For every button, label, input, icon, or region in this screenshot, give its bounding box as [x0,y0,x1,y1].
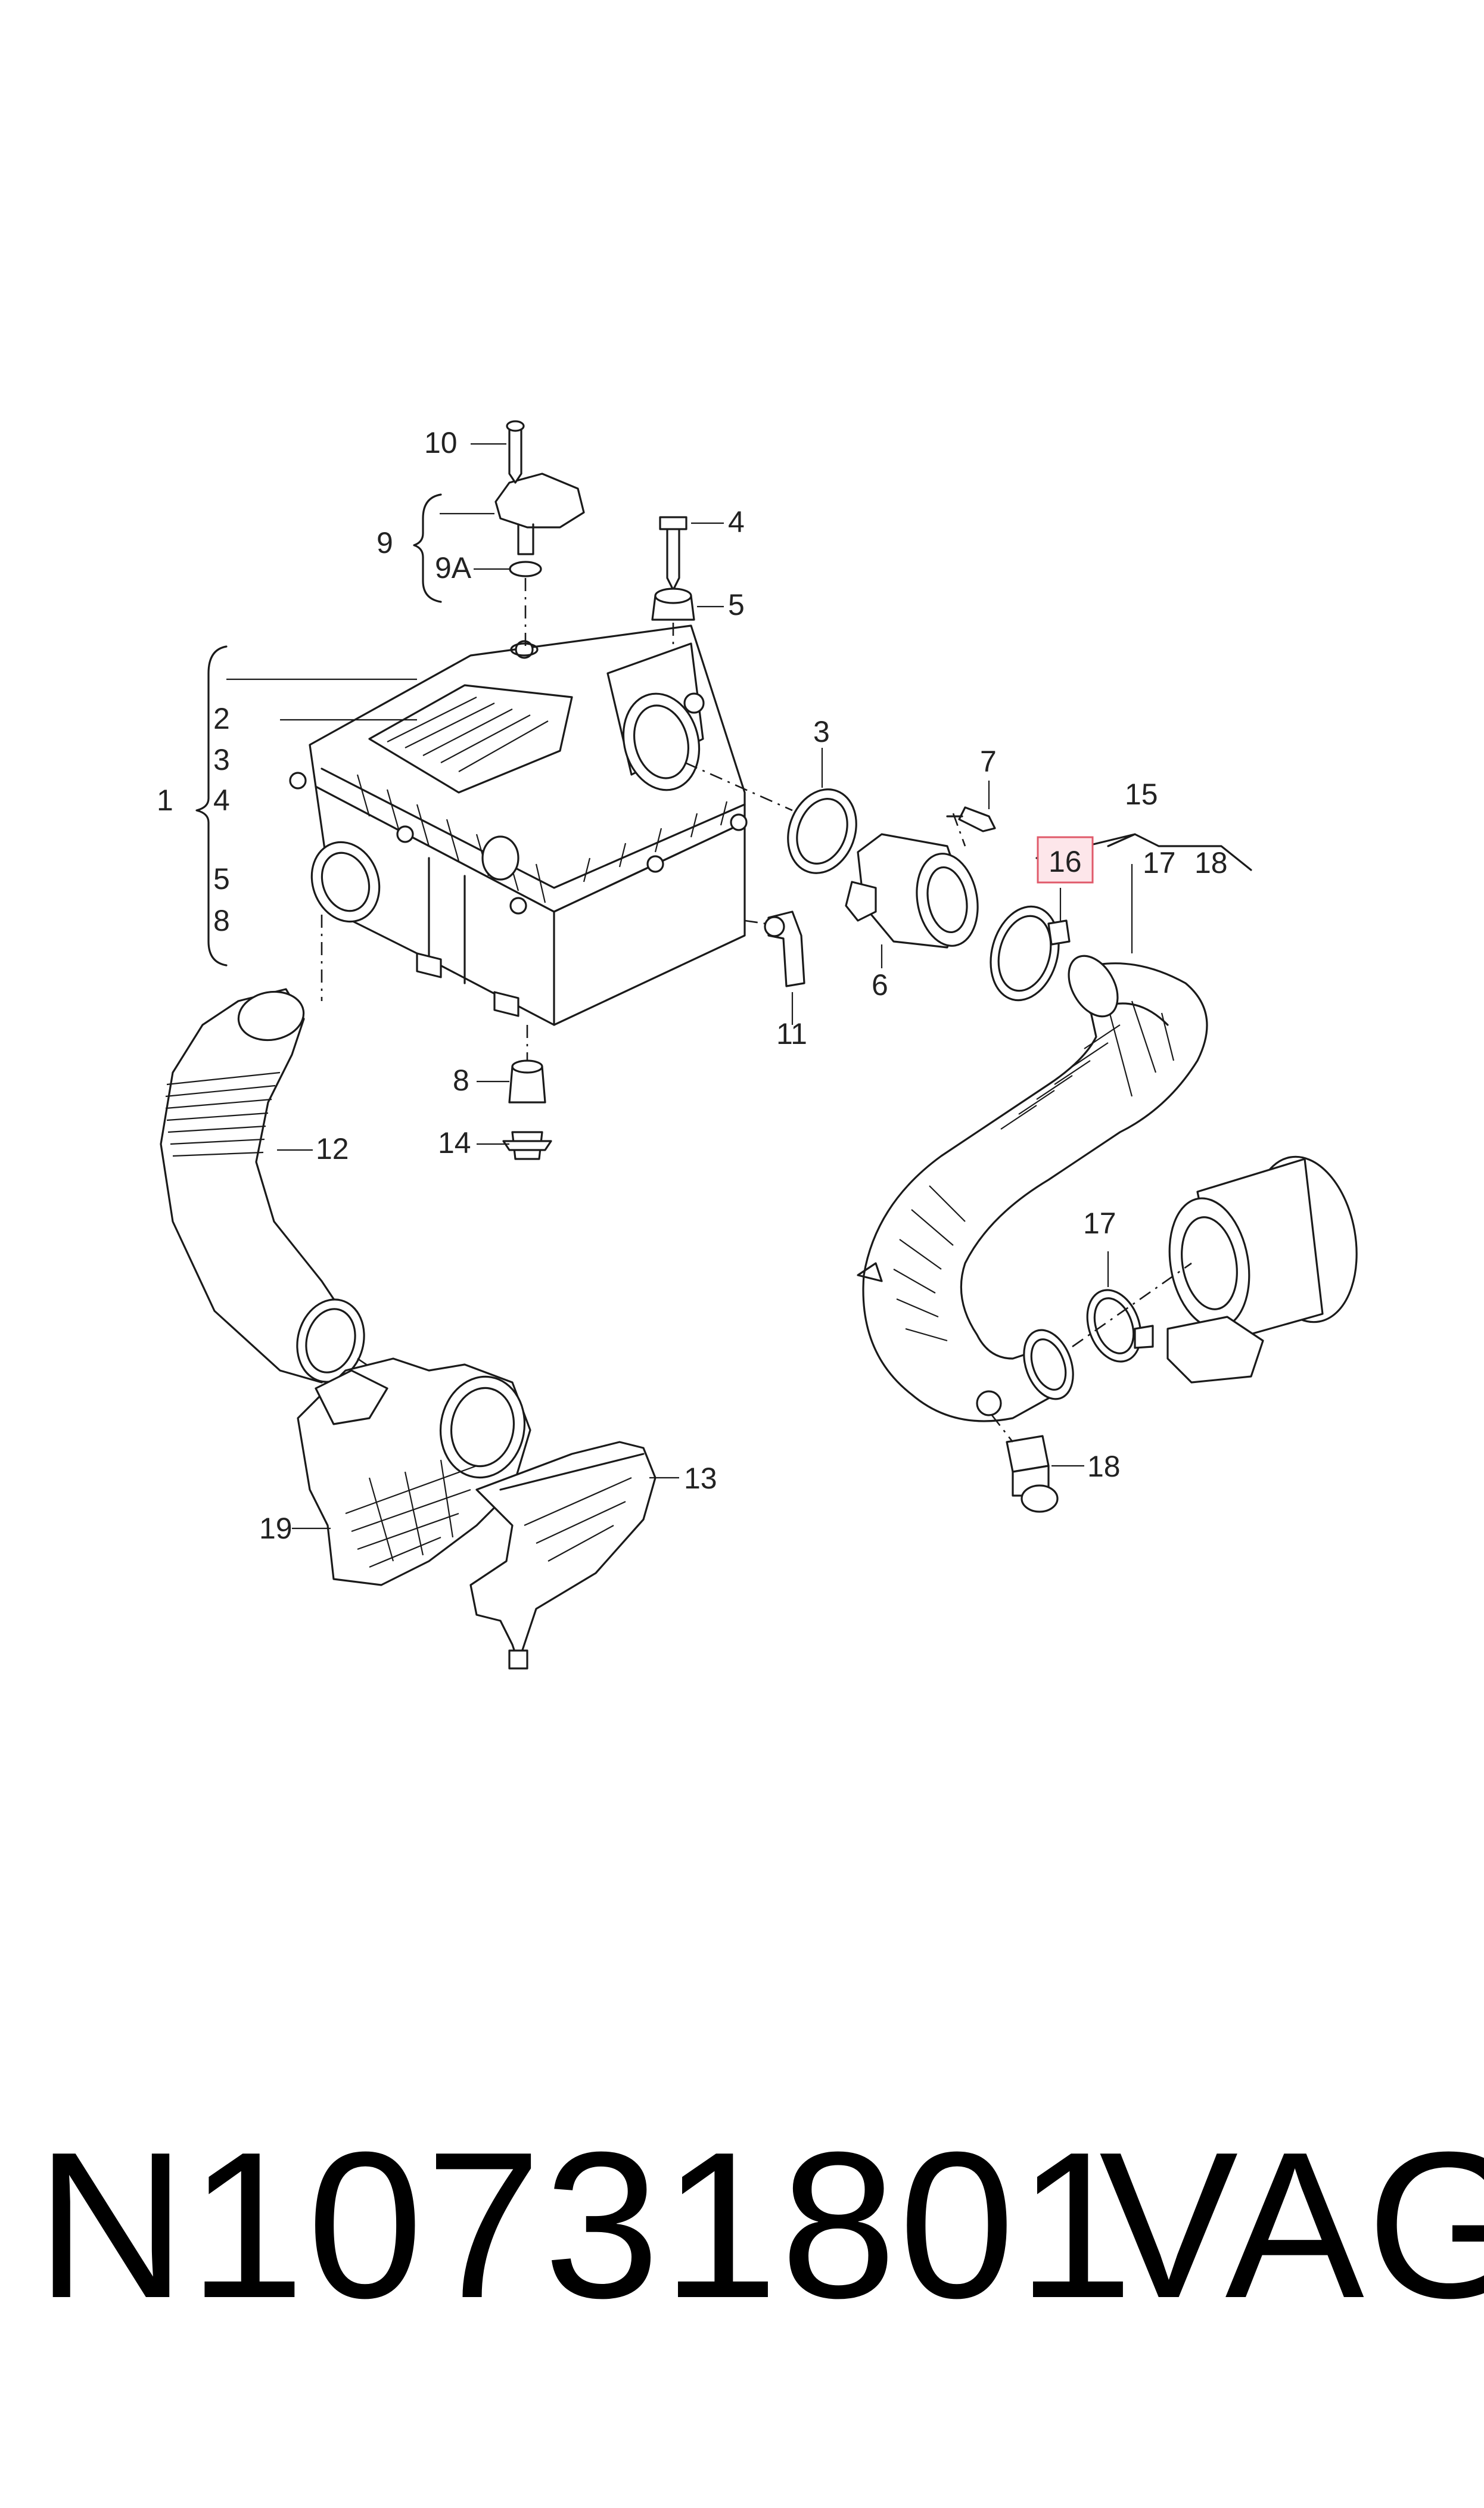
callout-8-drain: 8 [453,1064,469,1097]
callout-10: 10 [424,426,458,459]
callout-16: 16 [1049,845,1082,878]
callout-5: 5 [213,862,230,896]
callout-9a: 9A [435,551,472,585]
callout-7: 7 [980,745,997,778]
intake-hose-15 [857,864,1208,1422]
group-15-bracket [1035,833,1252,871]
callout-17-top: 17 [1143,846,1176,879]
callout-1: 1 [157,784,173,817]
pressure-sensor-18 [991,1415,1084,1513]
callout-18-bottom: 18 [1087,1450,1121,1483]
callout-12: 12 [316,1132,349,1166]
callout-16-highlight [1037,836,1094,884]
callout-2: 2 [213,702,230,735]
callout-11: 11 [776,1017,807,1051]
callout-19: 19 [259,1512,293,1545]
callout-15: 15 [1125,778,1158,811]
callout-labels: 1 2 3 4 5 8 10 9 9A 4 5 3 7 6 11 16 15 1… [157,426,1228,1545]
air-filter-housing [289,624,748,1026]
hose-clamp-16 [990,888,1071,1002]
intake-hose-12 [160,915,412,1396]
callout-3-ring: 3 [813,715,830,748]
callout-8: 8 [213,904,230,937]
callout-9: 9 [377,526,393,560]
callout-13: 13 [684,1462,717,1495]
air-mass-meter [845,833,979,968]
callout-17-bottom: 17 [1083,1207,1116,1240]
callout-4: 4 [213,784,230,817]
callout-3: 3 [213,743,230,776]
callout-6: 6 [872,968,888,1002]
drain-valve [477,1025,552,1160]
air-guide-13 [469,1441,679,1670]
callout-18-top: 18 [1194,846,1228,879]
o-ring [787,788,857,874]
callout-4-bolt: 4 [728,505,745,539]
vent-elbow-11 [744,910,805,1025]
brand-name: VAG [1099,2109,1484,2342]
bolt-grommet [651,516,724,647]
screw-7 [946,781,996,847]
air-duct-19 [292,1357,531,1586]
turbocharger-inlet [1072,1155,1358,1384]
group-1-bracket [195,645,228,966]
group-9-bracket [413,493,442,603]
hose-clamp-17 [1086,1251,1154,1363]
callout-5-grommet: 5 [728,588,745,621]
sensor-assembly [494,420,585,649]
part-number: N10731801 [36,2109,1135,2342]
callout-14: 14 [438,1126,471,1160]
